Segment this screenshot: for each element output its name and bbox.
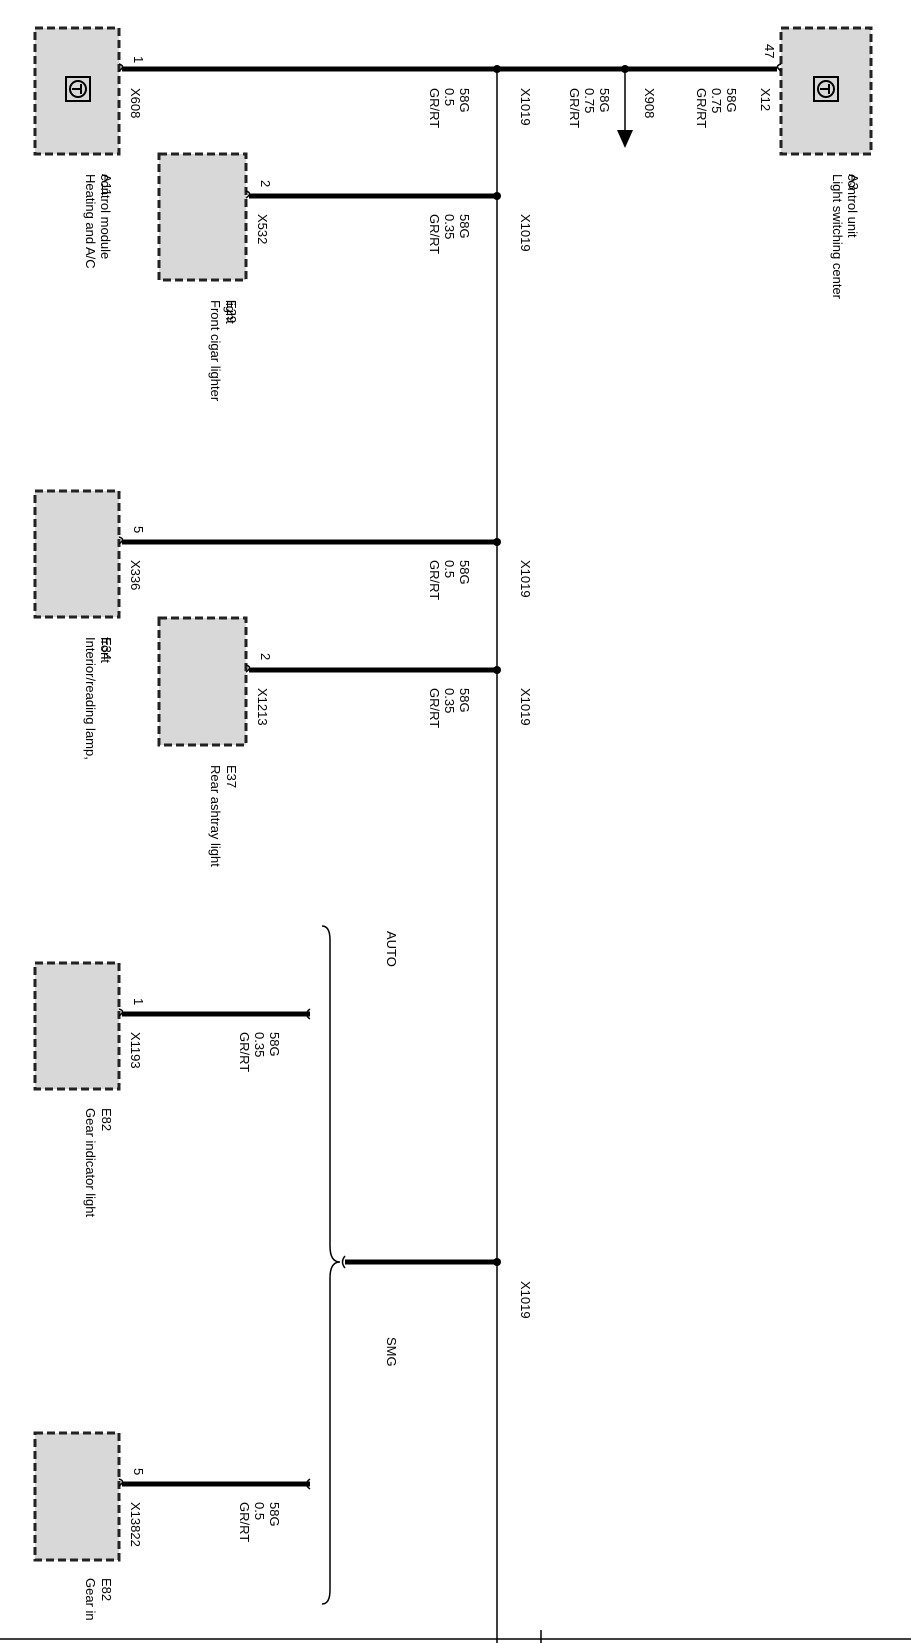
svg-text:58G: 58G	[267, 1502, 282, 1527]
connector-label: X532	[255, 214, 270, 244]
svg-text:GR/RT: GR/RT	[567, 88, 582, 128]
svg-text:58G: 58G	[457, 214, 472, 239]
component-id: E37	[224, 765, 239, 788]
svg-text:GR/RT: GR/RT	[237, 1032, 252, 1072]
variant-label-smg: SMG	[384, 1337, 399, 1367]
svg-text:58G: 58G	[267, 1032, 282, 1057]
wire-label-E37: 58G 0.35 GR/RT	[427, 688, 472, 728]
pin-label: 5	[131, 1468, 146, 1475]
svg-text:0.5: 0.5	[252, 1502, 267, 1520]
connector-label: X12	[758, 88, 773, 111]
splice-label: X1019	[518, 688, 533, 726]
wire-label-A3: 58G 0.75 GR/RT	[694, 88, 739, 128]
svg-text:0.75: 0.75	[709, 88, 724, 113]
svg-text:0.75: 0.75	[582, 88, 597, 113]
arrow-down-icon	[617, 130, 633, 148]
svg-text:58G: 58G	[597, 88, 612, 113]
component-E37	[157, 616, 248, 747]
component-name: Front cigar lighterlight	[208, 300, 238, 402]
component-E34	[33, 489, 121, 619]
wire-label-E29: 58G 0.35 GR/RT	[427, 214, 472, 254]
splice-label: X1019	[518, 214, 533, 252]
component-id: E34	[99, 637, 114, 660]
svg-text:GR/RT: GR/RT	[427, 88, 442, 128]
pin-label: 1	[131, 998, 146, 1005]
component-name: Rear ashtray light	[208, 765, 223, 867]
component-id: E82	[99, 1108, 114, 1131]
component-id: A3	[846, 174, 861, 190]
wire-label-E34: 58G 0.5 GR/RT	[427, 560, 472, 600]
connector-label: X1213	[255, 688, 270, 726]
component-A11	[33, 26, 121, 156]
svg-text:GR/RT: GR/RT	[694, 88, 709, 128]
connector-label: X908	[642, 88, 657, 118]
svg-text:GR/RT: GR/RT	[427, 214, 442, 254]
svg-text:0.5: 0.5	[442, 88, 457, 106]
pin-label: 1	[131, 56, 146, 63]
ground-symbol-icon	[813, 76, 839, 102]
svg-text:58G: 58G	[457, 88, 472, 113]
pin-label: 47	[762, 44, 777, 58]
component-name: Gear in	[83, 1578, 98, 1621]
svg-text:GR/RT: GR/RT	[427, 688, 442, 728]
splice-label: X1019	[518, 88, 533, 126]
component-name: Interior/reading lamp,front	[83, 637, 113, 760]
connector-label: X608	[128, 88, 143, 118]
variant-bracket	[321, 925, 341, 1605]
variant-label-auto: AUTO	[384, 931, 399, 967]
wire-label-x908: 58G 0.75 GR/RT	[567, 88, 612, 128]
component-id: A11	[99, 174, 114, 196]
component-E29	[157, 152, 248, 282]
pin-label: 5	[131, 526, 146, 533]
component-name: Gear indicator light	[83, 1108, 98, 1217]
svg-text:58G: 58G	[457, 688, 472, 713]
ground-symbol-icon	[65, 76, 91, 102]
pin-label: 2	[258, 180, 273, 187]
svg-text:0.35: 0.35	[442, 688, 457, 713]
svg-text:0.35: 0.35	[442, 214, 457, 239]
component-name: Heating and A/Ccontrol module	[83, 174, 113, 269]
wire-label-A11: 58G 0.5 GR/RT	[427, 88, 472, 128]
pin-label: 2	[258, 653, 273, 660]
wire-label-E82-auto: 58G 0.35 GR/RT	[237, 1032, 282, 1072]
svg-text:58G: 58G	[724, 88, 739, 113]
connector-label: X13822	[128, 1502, 143, 1547]
svg-text:58G: 58G	[457, 560, 472, 585]
component-E82-auto	[33, 961, 121, 1091]
component-id: E29	[224, 300, 239, 323]
splice-label: X1019	[518, 560, 533, 598]
component-name: Light switching centercontrol unit	[830, 174, 860, 300]
splice-label: X1019	[518, 1281, 533, 1319]
connector-label: X336	[128, 560, 143, 590]
wire-label-E82-smg: 58G 0.5 GR/RT	[237, 1502, 282, 1542]
svg-text:0.35: 0.35	[252, 1032, 267, 1057]
svg-text:GR/RT: GR/RT	[427, 560, 442, 600]
component-id: E82	[99, 1578, 114, 1601]
svg-text:GR/RT: GR/RT	[237, 1502, 252, 1542]
component-A3	[779, 26, 873, 156]
svg-text:0.5: 0.5	[442, 560, 457, 578]
connector-label: X1193	[128, 1032, 143, 1069]
component-E82-smg	[33, 1431, 121, 1562]
